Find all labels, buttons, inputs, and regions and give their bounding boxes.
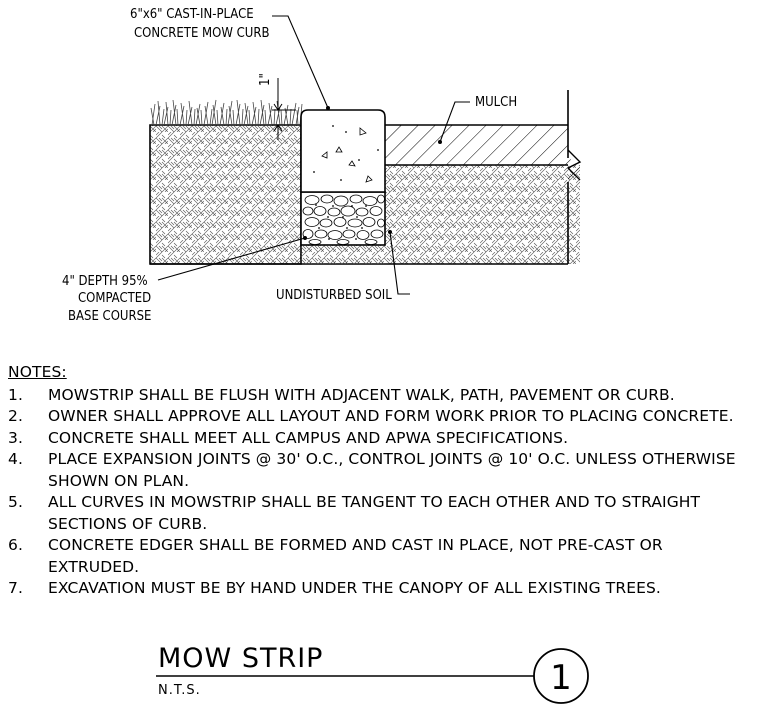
note-item: 5. ALL CURVES IN MOWSTRIP SHALL BE TANGEN… (8, 492, 758, 535)
dimension-label: 1" (258, 73, 273, 86)
base-course-label-line3: BASE COURSE (68, 309, 151, 324)
note-item: 4. PLACE EXPANSION JOINTS @ 30' O.C., CON… (8, 449, 758, 492)
note-number: 4. (8, 450, 23, 468)
note-item: 6. CONCRETE EDGER SHALL BE FORMED AND CAS… (8, 535, 758, 578)
leader-lines (157, 15, 470, 295)
note-text: EXCAVATION MUST BE BY HAND UNDER THE CAN… (48, 579, 661, 597)
base-course (300, 191, 386, 246)
detail-title: MOW STRIP (158, 643, 323, 674)
note-number: 5. (8, 493, 23, 511)
note-number: 7. (8, 579, 23, 597)
note-text: ALL CURVES IN MOWSTRIP SHALL BE TANGENT … (48, 493, 701, 533)
notes-list: 1. MOWSTRIP SHALL BE FLUSH WITH ADJACENT … (8, 385, 758, 600)
notes-section: NOTES: 1. MOWSTRIP SHALL BE FLUSH WITH AD… (8, 362, 758, 600)
detail-number: 1 (550, 658, 572, 698)
note-number: 3. (8, 428, 23, 447)
grass-tufts (150, 99, 303, 126)
notes-header: NOTES: (8, 363, 67, 381)
mulch-layer (385, 124, 582, 182)
detail-scale: N.T.S. (158, 683, 201, 698)
concrete-mow-curb (300, 109, 386, 193)
base-course-label-line1: 4" DEPTH 95% (62, 274, 148, 289)
dimension-1in (272, 78, 296, 140)
note-text: PLACE EXPANSION JOINTS @ 30' O.C., CONTR… (48, 450, 736, 490)
mow-curb-label-line2: CONCRETE MOW CURB (134, 26, 270, 41)
note-text: OWNER SHALL APPROVE ALL LAYOUT AND FORM … (48, 407, 734, 425)
undisturbed-soil-label: UNDISTURBED SOIL (276, 288, 392, 303)
note-item: 7. EXCAVATION MUST BE BY HAND UNDER THE C… (8, 578, 758, 600)
note-item: 2. OWNER SHALL APPROVE ALL LAYOUT AND FOR… (8, 406, 758, 428)
note-number: 2. (8, 407, 23, 425)
note-number: 1. (8, 385, 23, 404)
note-text: CONCRETE EDGER SHALL BE FORMED AND CAST … (48, 536, 663, 576)
detail-number-bubble (533, 648, 589, 704)
note-text: MOWSTRIP SHALL BE FLUSH WITH ADJACENT WA… (48, 385, 675, 404)
note-item: 1. MOWSTRIP SHALL BE FLUSH WITH ADJACENT … (8, 385, 758, 407)
note-text: CONCRETE SHALL MEET ALL CAMPUS AND APWA … (48, 428, 569, 447)
title-block: MOW STRIP N.T.S. 1 (156, 643, 589, 704)
base-course-label-line2: COMPACTED (78, 291, 151, 306)
mow-curb-label-line1: 6"x6" CAST-IN-PLACE (130, 7, 254, 22)
note-item: 3. CONCRETE SHALL MEET ALL CAMPUS AND APW… (8, 428, 758, 450)
soil-section (149, 90, 580, 265)
note-number: 6. (8, 536, 23, 554)
mulch-label: MULCH (475, 95, 517, 110)
